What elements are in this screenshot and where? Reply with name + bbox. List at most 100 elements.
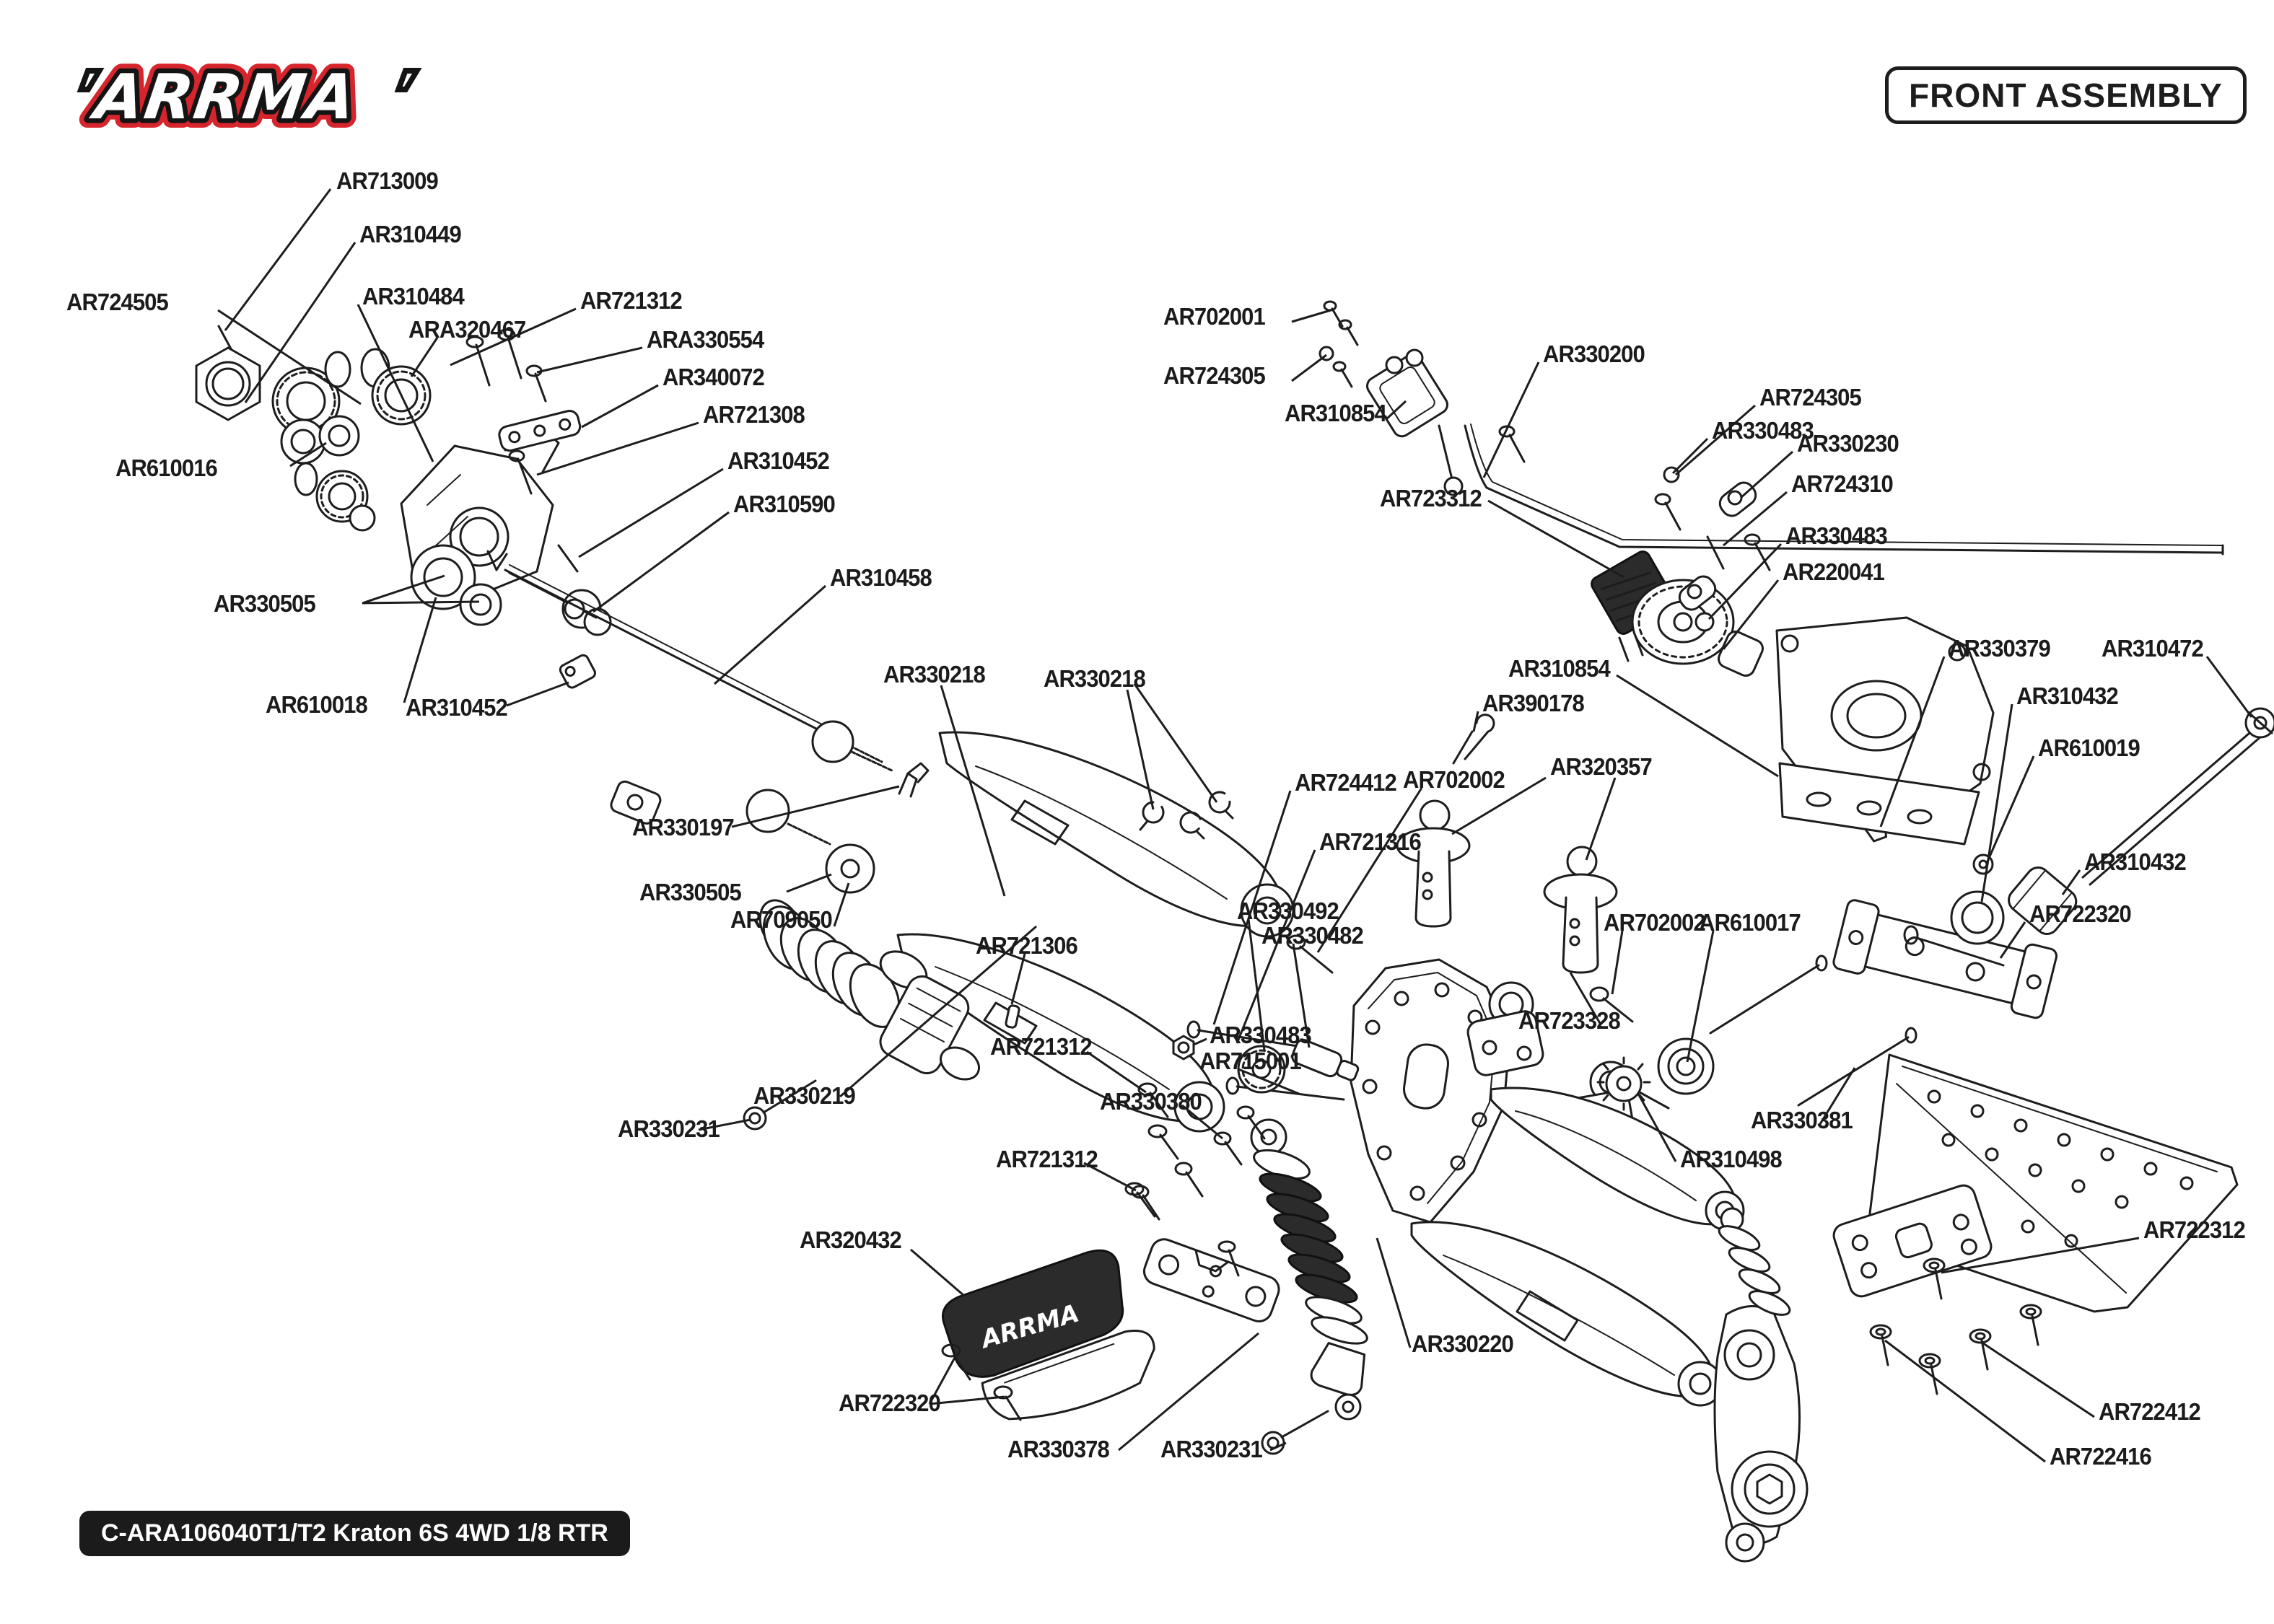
part-label: AR330230 (1797, 430, 1899, 457)
part-label: AR330218 (883, 661, 986, 688)
part-label: AR330197 (632, 814, 735, 840)
part-label: AR724305 (1163, 362, 1266, 389)
leader-line (2205, 656, 2253, 718)
leader-line (1010, 953, 1026, 1005)
front-lower-arm-sketch (896, 933, 1225, 1133)
part-label: AR721308 (703, 401, 805, 428)
part-label: AR330200 (1543, 341, 1645, 367)
part-label: AR340072 (662, 364, 765, 390)
part-label: AR330482 (1261, 922, 1364, 949)
leader-line (1376, 1237, 1412, 1348)
part-label: AR330218 (1044, 665, 1146, 692)
leader-line (1086, 1050, 1147, 1094)
leader-line (698, 1118, 751, 1131)
part-label: AR330483 (1210, 1022, 1312, 1048)
leader-line (410, 337, 439, 377)
leader-line (1083, 1162, 1137, 1192)
leader-line (1982, 1342, 2095, 1418)
leader-line (244, 242, 357, 403)
screw-set-sketch (743, 1079, 1329, 1455)
part-label: AR310472 (2102, 635, 2204, 662)
part-label: AR310432 (2084, 848, 2187, 875)
shock-absorber-exploded-sketch (758, 899, 980, 1081)
chassis-plate-sketch (1832, 1053, 2239, 1313)
part-label: AR724412 (1295, 769, 1397, 796)
leader-line (1247, 918, 1266, 1051)
part-label: AR330378 (1007, 1436, 1110, 1462)
leader-line (1740, 450, 1793, 499)
part-label: AR721312 (996, 1146, 1098, 1172)
part-label: AR724310 (1791, 470, 1894, 497)
leader-line (1181, 1104, 1223, 1140)
front-arms-right-sketch (1410, 1087, 1809, 1563)
leader-line (1133, 683, 1218, 803)
leader-line (1637, 1093, 1677, 1162)
part-label: AR709050 (730, 906, 833, 933)
leader-line (1292, 943, 1311, 1048)
part-label: AR330219 (753, 1082, 856, 1109)
leader-line (357, 304, 434, 462)
leader-line (1212, 790, 1292, 1025)
leader-line (1291, 354, 1327, 382)
leader-line (1986, 755, 2035, 862)
part-label: AR724305 (1759, 384, 1862, 411)
part-label: AR724505 (66, 289, 169, 315)
leader-line (362, 574, 445, 605)
leader-line (1675, 404, 1756, 476)
part-label: AR702002 (1604, 909, 1706, 936)
leader-line (910, 1248, 965, 1297)
part-label: ARA320467 (408, 316, 526, 343)
part-label: AR723312 (1380, 485, 1482, 512)
leader-line (1291, 309, 1331, 323)
leader-line (1269, 1441, 1287, 1452)
arrma-logo-stroke: ARRMA (87, 61, 362, 133)
leader-line (224, 188, 332, 331)
steering-link-sketch (486, 550, 930, 894)
leader-line (1585, 777, 1617, 861)
leader-line (1487, 499, 1624, 579)
chassis-screws-sketch (1869, 1257, 2042, 1395)
part-label: AR721306 (976, 932, 1078, 959)
part-label: AR610016 (115, 455, 218, 481)
part-label: AR723328 (1518, 1007, 1621, 1034)
part-label: AR330381 (1751, 1107, 1853, 1133)
leader-line (1193, 1037, 1207, 1046)
leader-line (1884, 1339, 2046, 1463)
leader-line (1482, 361, 1540, 478)
model-id-tag: C-ARA106040T1/T2 Kraton 6S 4WD 1/8 RTR (79, 1511, 630, 1556)
part-label: AR330483 (1785, 522, 1888, 549)
leader-line (1941, 1237, 2140, 1274)
part-label: AR721312 (580, 287, 683, 314)
part-label: AR702001 (1163, 303, 1266, 330)
part-label: AR310452 (727, 447, 830, 474)
leader-line (578, 468, 724, 558)
leader-line (786, 873, 832, 893)
leader-line (1569, 972, 1602, 1025)
leader-line (450, 307, 577, 367)
front-bumper-sketch: ARRMA (941, 1249, 1155, 1421)
part-label: AR722412 (2099, 1398, 2201, 1425)
leader-line (714, 584, 826, 685)
leader-line (1879, 656, 1946, 828)
leader-line (592, 511, 730, 613)
leader-line (1611, 930, 1624, 995)
part-label: AR610018 (266, 691, 368, 718)
leader-line (1616, 674, 1779, 778)
part-label: AR722312 (2143, 1216, 2246, 1243)
part-label: AR610019 (2038, 734, 2140, 761)
part-label: AR390178 (1482, 690, 1585, 716)
part-label: AR310854 (1285, 400, 1387, 426)
part-label: AR330231 (1160, 1436, 1263, 1462)
part-label: AR310498 (1680, 1146, 1783, 1172)
leader-line (217, 309, 362, 405)
leader-line (1472, 711, 1479, 732)
leader-line (1386, 400, 1407, 420)
leader-line (731, 785, 900, 828)
logo-tick-left (76, 68, 105, 92)
part-label: AR722416 (2050, 1443, 2152, 1470)
leader-line (1980, 703, 2013, 903)
part-label: AR702002 (1403, 766, 1505, 793)
part-label: AR721312 (990, 1033, 1093, 1060)
